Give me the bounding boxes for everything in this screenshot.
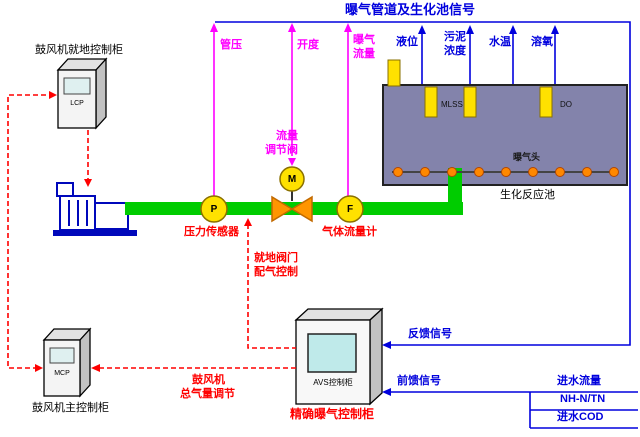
bio-reactor-caption: 生化反应池 xyxy=(500,189,555,201)
local-valve-label-1: 就地阀门 xyxy=(254,252,298,264)
control-line-arrows xyxy=(35,91,252,372)
signal-arrows-blue xyxy=(382,25,559,396)
bio-reactor-tank xyxy=(382,59,628,186)
level-sensor xyxy=(387,59,401,87)
blower-total-label-2: 总气量调节 xyxy=(180,388,235,400)
blower-local-cabinet-box xyxy=(56,57,108,130)
valve-actuator-tag: M xyxy=(287,174,297,185)
mcp-screen-tag: MCP xyxy=(54,370,70,377)
level-signal-label: 液位 xyxy=(396,36,418,48)
influent-cod-label: 进水COD xyxy=(557,411,604,423)
feedback-signal-label: 反馈信号 xyxy=(408,328,452,340)
water-temp-label: 水温 xyxy=(489,36,511,48)
pressure-sensor-caption: 压力传感器 xyxy=(184,226,239,238)
sludge-signal-label-2: 浓度 xyxy=(444,45,466,57)
valve-opening-label: 开度 xyxy=(297,39,319,51)
signal-arrows-magenta xyxy=(210,23,352,166)
signal-lines-magenta xyxy=(213,31,349,196)
aeration-head-label: 曝气头 xyxy=(513,152,541,162)
sludge-signal-label-1: 污泥 xyxy=(444,31,466,43)
aeration-header xyxy=(392,167,619,177)
lcp-screen xyxy=(63,77,91,95)
pressure-sensor-circle xyxy=(200,195,228,223)
local-cabinet-caption: 鼓风机就地控制柜 xyxy=(35,44,123,56)
lcp-screen-tag: LCP xyxy=(70,100,84,107)
blower-machine xyxy=(53,182,137,236)
blower-total-label-1: 鼓风机 xyxy=(192,374,225,386)
avs-cabinet-box xyxy=(294,307,384,406)
blower-main-cabinet-box xyxy=(42,327,92,398)
pressure-sensor-tag: P xyxy=(210,204,218,215)
pipe-pressure-label: 管压 xyxy=(220,39,242,51)
feedforward-signal-label: 前馈信号 xyxy=(397,375,441,387)
flow-valve-caption-2: 调节阀 xyxy=(265,144,298,156)
valve-actuator-circle xyxy=(279,166,305,192)
avs-screen xyxy=(307,333,357,373)
nh-tn-label: NH-N/TN xyxy=(560,393,606,405)
mcp-screen xyxy=(49,347,75,364)
flow-meter-tag: F xyxy=(346,204,354,215)
avs-cabinet-caption: 精确曝气控制柜 xyxy=(290,407,375,421)
flow-meter-circle xyxy=(336,195,364,223)
aeration-flow-label-1: 曝气 xyxy=(353,34,375,46)
influent-flow-label: 进水流量 xyxy=(557,375,601,387)
mlss-probe-1 xyxy=(424,86,438,118)
main-cabinet-caption: 鼓风机主控制柜 xyxy=(32,402,109,414)
signal-lines-blue xyxy=(215,21,638,429)
do-probe-label: DO xyxy=(560,100,572,109)
do-probe xyxy=(539,86,553,118)
flow-valve-caption-1: 流量 xyxy=(276,130,298,142)
avs-screen-tag: AVS控制柜 xyxy=(313,378,353,387)
control-valve-symbol xyxy=(271,191,313,223)
dissolved-oxygen-label: 溶氧 xyxy=(531,36,553,48)
mlss-probe-2 xyxy=(463,86,477,118)
flow-meter-caption: 气体流量计 xyxy=(322,226,377,238)
diagram-title: 曝气管道及生化池信号 xyxy=(345,2,476,17)
mlss-probe-label: MLSS xyxy=(441,100,463,109)
aeration-flow-label-2: 流量 xyxy=(353,48,375,60)
local-valve-label-2: 配气控制 xyxy=(254,266,298,278)
control-lines-red xyxy=(7,94,296,369)
